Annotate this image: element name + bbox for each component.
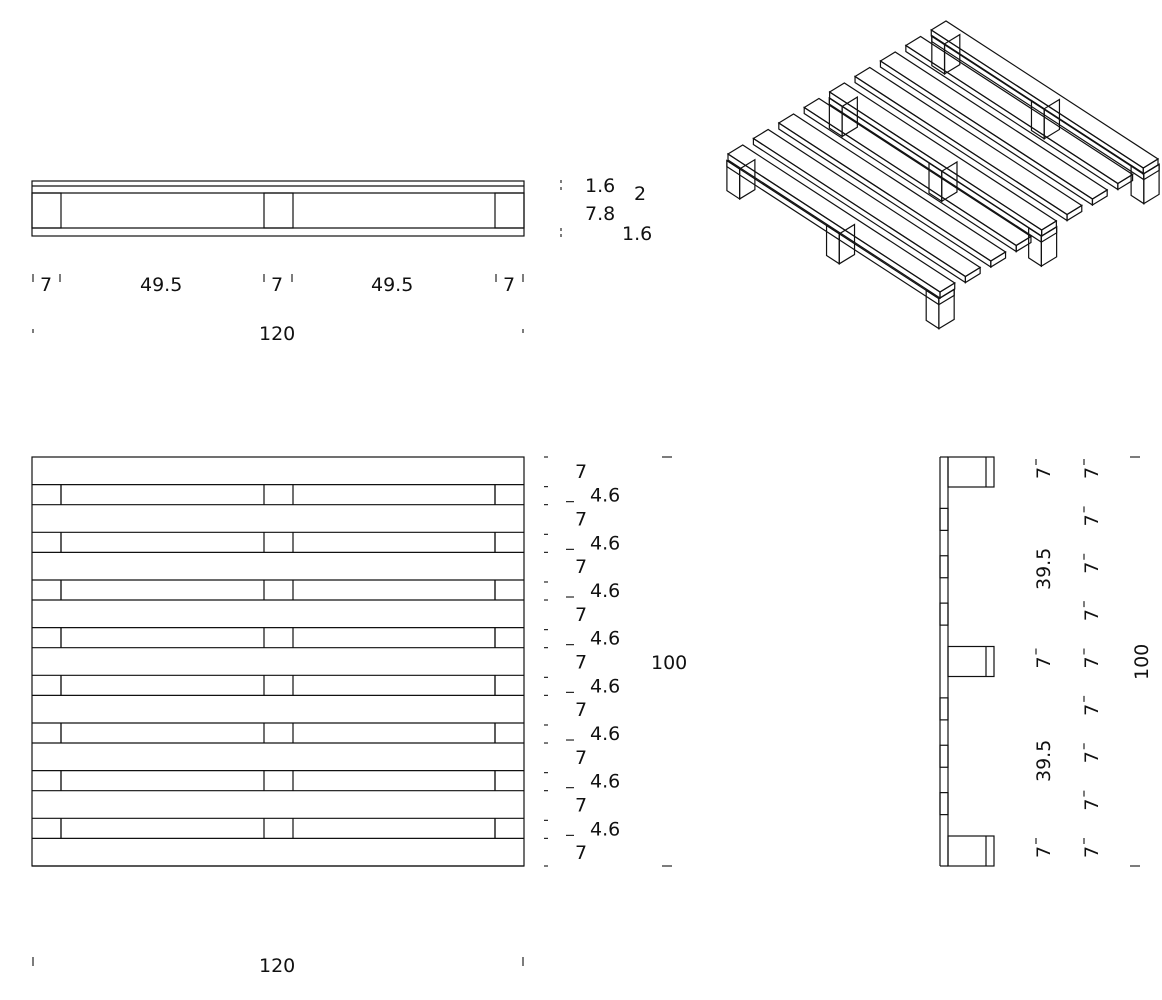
dim-deck-board: 7 [575,747,587,769]
iso-deck-board-top [752,128,982,278]
iso-deck-board-top [777,113,1007,262]
side-board [939,555,949,579]
dim-side-span-upper: 39.5 [1033,548,1055,590]
dim-side-board: 7 [1081,656,1103,668]
dim-deck-board: 7 [575,508,587,530]
dim-side-block: 7 [1033,656,1055,668]
dim-deck-gap: 4.6 [590,485,620,507]
dim-side-span-lower: 39.5 [1033,740,1055,782]
dim-deck-gap: 4.6 [590,818,620,840]
iso-block-face [931,34,946,76]
dim-side-block: 7 [1033,467,1055,479]
dim-top-board: 1.6 [585,175,615,197]
iso-block-face [841,96,858,138]
dim-deck-gap: 4.6 [590,580,620,602]
isometric-view [726,20,1160,330]
dim-deck-gap: 4.6 [590,675,620,697]
dim-top-overall-depth: 100 [651,652,687,674]
side-board [939,507,949,531]
iso-block-face [838,223,856,265]
side-geometry [939,456,995,867]
iso-deck-board-top [930,20,1160,169]
dim-stringer: 2 [634,183,646,205]
top-view-dims: 74.674.674.674.674.674.674.674.67 [544,456,620,867]
deck-boards [31,456,525,867]
dim-deck-gap: 4.6 [590,771,620,793]
iso-block-face [1130,164,1145,205]
dim-side-board: 7 [1081,846,1103,858]
dim-side-overall-depth: 100 [1131,644,1153,680]
block-left [31,192,62,229]
dim-block-left: 7 [40,274,52,296]
dim-side-board: 7 [1081,799,1103,811]
side-block [947,645,995,678]
side-block [947,835,995,867]
dim-deck-board: 7 [575,461,587,483]
iso-deck-board-top [853,66,1083,216]
block-center [263,192,294,229]
dim-side-board: 7 [1081,467,1103,479]
iso-deck-board-top [904,35,1134,185]
dim-deck-gap: 4.6 [590,532,620,554]
dim-gap-right: 49.5 [371,274,413,296]
iso-block-face [943,33,961,75]
dim-deck-gap: 4.6 [590,723,620,745]
side-board [939,792,949,816]
dim-overall-width: 120 [259,323,295,345]
iso-deck-board-top [803,97,1033,247]
iso-block-face [941,160,958,203]
side-board [939,602,949,626]
dim-side-board: 7 [1081,609,1103,621]
side-view-dims: 7 7 7 7 7 7 7 7 7 7 7 7 [1033,459,1103,858]
dim-side-board: 7 [1081,514,1103,526]
dim-block-height: 7.8 [585,203,615,225]
side-board [939,697,949,721]
dim-deck-board: 7 [575,652,587,674]
dim-block-center: 7 [271,274,283,296]
iso-block-face [739,158,756,201]
iso-block-face [1040,225,1058,268]
top-view: 74.674.674.674.674.674.674.674.67 100 12… [31,456,687,977]
dim-deck-board: 7 [575,795,587,817]
dim-side-block: 7 [1033,846,1055,858]
side-view: 7 7 7 7 7 7 7 7 7 7 7 7 39.5 39.5 100 [939,456,1153,867]
iso-deck-board-top [828,82,1058,231]
top-outline [31,456,525,867]
dim-deck-board: 7 [575,556,587,578]
side-board [939,744,949,768]
iso-block-face [1030,99,1045,140]
iso-stringer-face [828,97,1042,244]
dim-deck-gap: 4.6 [590,628,620,650]
dim-side-board: 7 [1081,562,1103,574]
front-view: 1.6 2 7.8 1.6 7 49.5 7 49.5 7 120 [31,175,652,345]
iso-block-face [1043,98,1061,140]
dim-block-right: 7 [503,274,515,296]
iso-block-face [938,288,955,330]
iso-stringer-face [726,159,940,306]
dim-bottom-board: 1.6 [622,223,652,245]
iso-stringer-end [1143,163,1160,181]
iso-deck-board-top [726,144,956,293]
dim-deck-board: 7 [575,699,587,721]
iso-block-face [1028,226,1042,268]
dim-side-board: 7 [1081,704,1103,716]
iso-block-face [1143,163,1160,205]
dim-gap-left: 49.5 [140,274,182,296]
dim-deck-board: 7 [575,842,587,864]
front-horizontal-dims: 7 49.5 7 49.5 7 120 [32,274,524,345]
dim-deck-board: 7 [575,604,587,626]
block-right [494,192,525,229]
dim-top-overall-width: 120 [259,955,295,977]
side-block [947,456,995,488]
dim-side-board: 7 [1081,751,1103,763]
iso-deck-board-top [879,51,1109,200]
